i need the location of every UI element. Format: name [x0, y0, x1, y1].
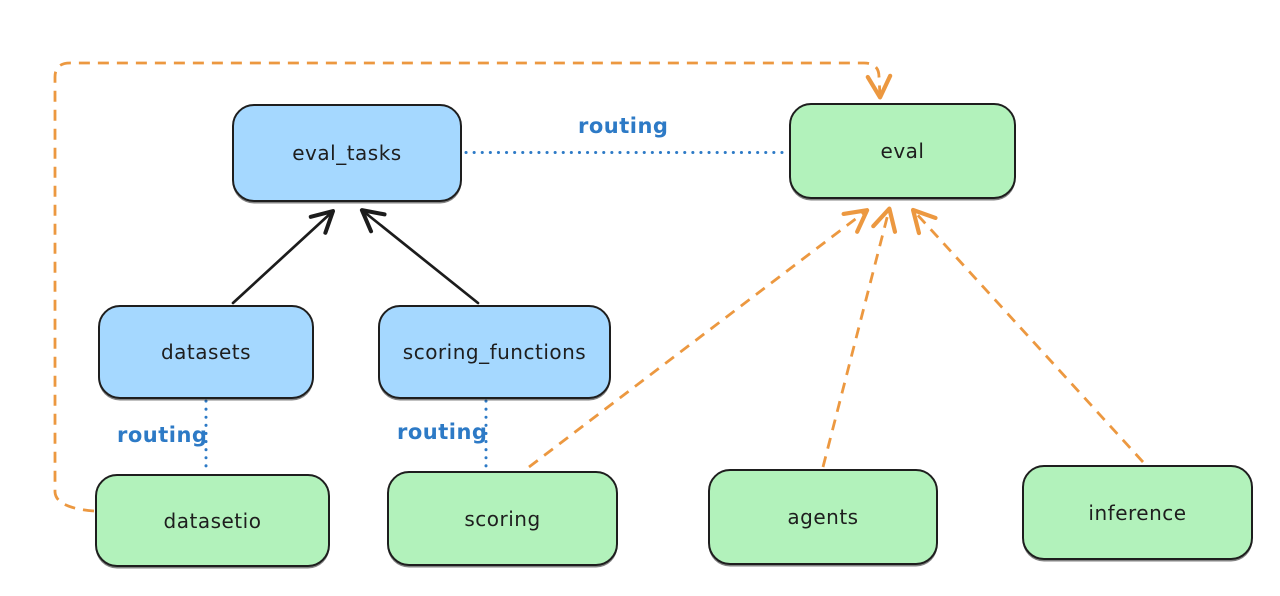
- edge-agents-to-eval: [821, 206, 898, 468]
- node-agents: agents: [708, 469, 938, 565]
- node-datasetio: datasetio: [95, 474, 330, 567]
- node-inference-label: inference: [1088, 500, 1187, 525]
- node-datasets-label: datasets: [160, 340, 252, 364]
- node-datasetio-label: datasetio: [163, 508, 262, 533]
- node-eval-label: eval: [880, 139, 925, 163]
- node-scoring: scoring: [387, 471, 618, 566]
- node-datasets: datasets: [98, 305, 314, 399]
- edge-scoring-functions-to-eval-tasks: [359, 208, 480, 305]
- node-scoring-functions-label: scoring_functions: [402, 340, 587, 364]
- edge-inference-to-eval: [910, 207, 1145, 463]
- node-eval-tasks: eval_tasks: [232, 104, 462, 202]
- routing-label-eval-tasks-eval: routing: [578, 114, 669, 138]
- node-agents-label: agents: [787, 505, 859, 529]
- node-inference: inference: [1022, 465, 1253, 560]
- routing-label-scoring-functions-scoring: routing: [397, 420, 488, 444]
- edge-datasets-to-eval-tasks: [231, 209, 336, 305]
- node-scoring-functions: scoring_functions: [378, 305, 611, 399]
- node-eval: eval: [789, 103, 1016, 199]
- node-scoring-label: scoring: [464, 506, 541, 531]
- routing-label-datasets-datasetio: routing: [117, 423, 208, 447]
- node-eval-tasks-label: eval_tasks: [292, 141, 402, 165]
